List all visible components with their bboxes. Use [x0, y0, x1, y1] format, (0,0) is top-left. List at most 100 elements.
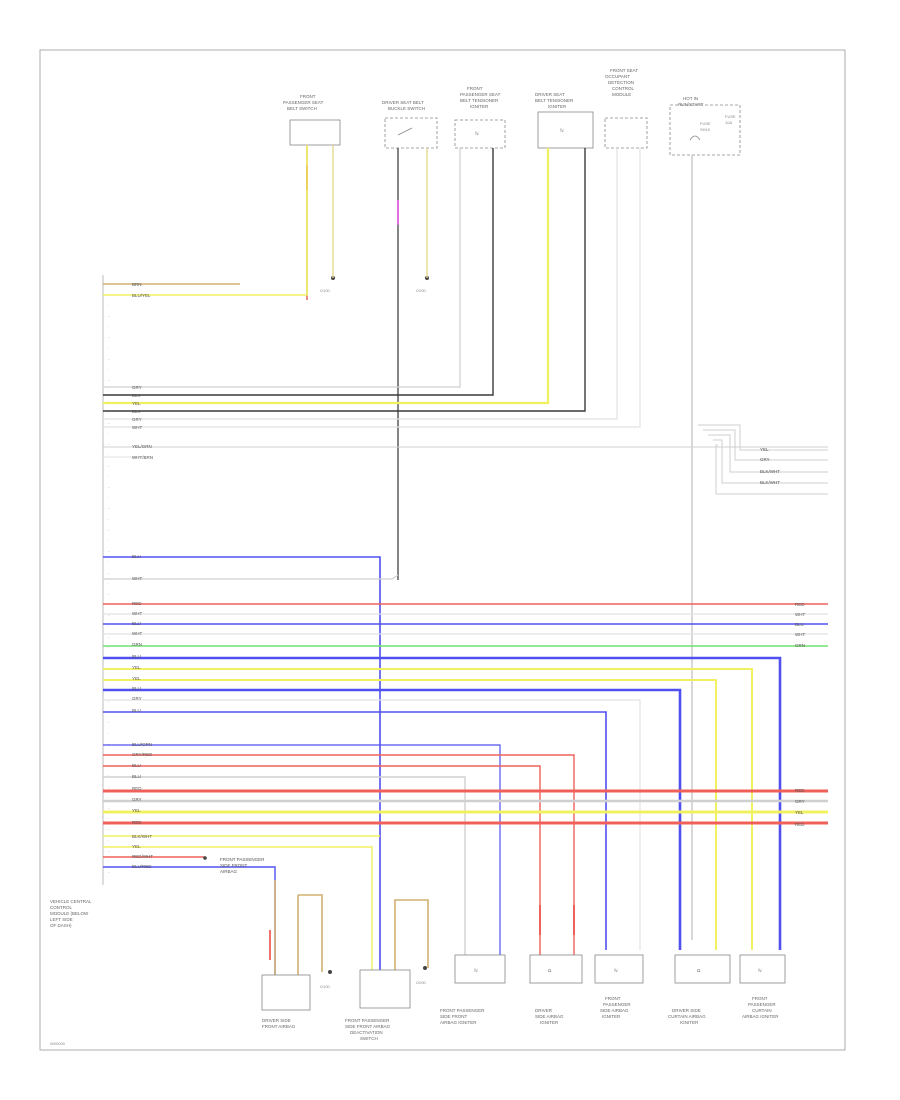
- wire: [103, 765, 541, 955]
- pin-number: -: [108, 506, 110, 511]
- svg-text:SIDE FRONT: SIDE FRONT: [440, 1014, 468, 1019]
- driver-seat-belt-buckle-switch: DRIVER SEAT BELT BUCKLE SWITCH: [382, 100, 438, 149]
- wire: [103, 148, 461, 388]
- pin-number: ·: [108, 474, 109, 479]
- pin-number: ·: [108, 516, 109, 521]
- wire: [103, 148, 550, 405]
- svg-text:BLU: BLU: [132, 621, 141, 626]
- pin-number: -: [108, 313, 110, 318]
- svg-text:MODULE (BELOW: MODULE (BELOW: [50, 911, 89, 916]
- pin-number: -: [108, 527, 110, 532]
- pin-number: ·: [108, 388, 109, 393]
- svg-text:GRY: GRY: [132, 385, 142, 390]
- pin-number: ·: [108, 302, 109, 307]
- svg-text:YEL/GRN: YEL/GRN: [132, 444, 152, 449]
- svg-text:10A: 10A: [725, 120, 732, 125]
- svg-text:RED: RED: [795, 822, 805, 827]
- ground-g200-bottom: G200: [416, 966, 427, 985]
- svg-text:BLU: BLU: [132, 763, 141, 768]
- wire: [708, 434, 828, 473]
- svg-text:FRONT AIRBAG: FRONT AIRBAG: [262, 1024, 296, 1029]
- svg-text:SIDE AIRBAG: SIDE AIRBAG: [600, 1008, 629, 1013]
- svg-text:YEL: YEL: [132, 808, 141, 813]
- pin-number: -: [108, 377, 110, 382]
- svg-text:YEL: YEL: [132, 665, 141, 670]
- pin-number: -: [108, 634, 110, 639]
- connector-callout: FRONT PASSENGER SIDE FRONT AIRBAG: [203, 856, 265, 874]
- svg-text:WHT: WHT: [795, 632, 805, 637]
- pin-number: -: [108, 720, 110, 725]
- pin-number: -: [108, 805, 110, 810]
- driver-side-front-airbag: DRIVER SIDE FRONT AIRBAG: [261, 974, 311, 1029]
- pin-number: -: [108, 827, 110, 832]
- svg-text:BUCKLE SWITCH: BUCKLE SWITCH: [388, 106, 425, 111]
- svg-text:SIDE AIRBAG: SIDE AIRBAG: [535, 1014, 564, 1019]
- svg-text:SWITCH: SWITCH: [360, 1036, 378, 1041]
- svg-text:BLU/RED: BLU/RED: [132, 864, 152, 869]
- wire: [698, 424, 828, 451]
- passenger-curtain-airbag-igniter: ℕ FRONT PASSENGER CURTAIN AIRBAG IGNITER: [739, 954, 786, 1019]
- pin-number: ·: [108, 773, 109, 778]
- svg-text:IGNITER: IGNITER: [540, 1020, 559, 1025]
- svg-text:BRN: BRN: [132, 282, 142, 287]
- svg-text:BLU: BLU: [795, 622, 804, 627]
- svg-text:FRONT PASSENGER: FRONT PASSENGER: [345, 1018, 390, 1023]
- svg-text:WHT: WHT: [132, 425, 142, 430]
- wire: [103, 776, 466, 955]
- svg-text:RED: RED: [132, 820, 142, 825]
- pin-number: -: [108, 613, 110, 618]
- svg-text:IGNITER: IGNITER: [602, 1014, 621, 1019]
- svg-text:BLU: BLU: [132, 708, 141, 713]
- diagram-frame: [39, 49, 846, 1051]
- svg-text:DETECTION: DETECTION: [608, 80, 634, 85]
- svg-text:RED: RED: [132, 786, 142, 791]
- svg-text:VEHICLE CENTRAL: VEHICLE CENTRAL: [50, 899, 92, 904]
- svg-text:GRY: GRY: [795, 799, 805, 804]
- svg-text:CURTAIN AIRBAG: CURTAIN AIRBAG: [668, 1014, 706, 1019]
- svg-text:GRY: GRY: [132, 797, 142, 802]
- svg-text:WHT: WHT: [132, 576, 142, 581]
- wire: [103, 754, 575, 955]
- wire: [103, 846, 373, 970]
- pin-number: ·: [108, 859, 109, 864]
- wire: [298, 894, 323, 972]
- svg-text:YEL: YEL: [132, 401, 141, 406]
- svg-text:FRONT PASSENGER: FRONT PASSENGER: [440, 1008, 485, 1013]
- front-passenger-belt-tensioner-igniter: ℕ FRONT PASSENGER SEAT BELT TENSIONER IG…: [454, 86, 506, 149]
- wire: [703, 429, 828, 461]
- svg-text:YEL: YEL: [132, 844, 141, 849]
- front-passenger-seat-belt-switch: FRONT PASSENGER SEAT BELT SWITCH: [283, 94, 341, 146]
- svg-text:OF DASH): OF DASH): [50, 923, 72, 928]
- pin-number: ·: [108, 495, 109, 500]
- control-module-label: VEHICLE CENTRAL CONTROL MODULE (BELOW LE…: [50, 899, 92, 928]
- svg-text:ℕ: ℕ: [614, 968, 618, 973]
- svg-text:RUN/START: RUN/START: [678, 102, 704, 107]
- svg-text:SH10: SH10: [700, 127, 711, 132]
- passenger-front-airbag-deactivation-switch: FRONT PASSENGER SIDE FRONT AIRBAG DEACTI…: [345, 969, 411, 1041]
- wire: [715, 444, 828, 495]
- svg-text:RED: RED: [795, 602, 805, 607]
- svg-text:FRONT: FRONT: [605, 996, 621, 1001]
- svg-text:FUSE: FUSE: [725, 114, 736, 119]
- svg-text:WHT/BRN: WHT/BRN: [132, 455, 153, 460]
- svg-text:IGNITER: IGNITER: [680, 1020, 699, 1025]
- pin-number: ·: [108, 730, 109, 735]
- svg-text:ℕ: ℕ: [474, 968, 478, 973]
- pin-number: -: [108, 848, 110, 853]
- pin-number: -: [108, 698, 110, 703]
- svg-text:PASSENGER: PASSENGER: [603, 1002, 631, 1007]
- svg-text:WHT: WHT: [132, 611, 142, 616]
- top-switch-wires: [306, 145, 428, 580]
- wire: [103, 574, 399, 580]
- svg-text:G200: G200: [416, 288, 427, 293]
- wire: [103, 148, 641, 428]
- pin-number: -: [108, 870, 110, 875]
- pin-number: -: [108, 420, 110, 425]
- pin-number: -: [108, 399, 110, 404]
- svg-text:BLK/WHT: BLK/WHT: [132, 834, 152, 839]
- svg-text:RED: RED: [132, 601, 142, 606]
- svg-text:DRIVER SEAT: DRIVER SEAT: [535, 92, 565, 97]
- svg-text:IGNITER: IGNITER: [548, 104, 567, 109]
- wire: [103, 656, 782, 950]
- pin-number: ·: [108, 623, 109, 628]
